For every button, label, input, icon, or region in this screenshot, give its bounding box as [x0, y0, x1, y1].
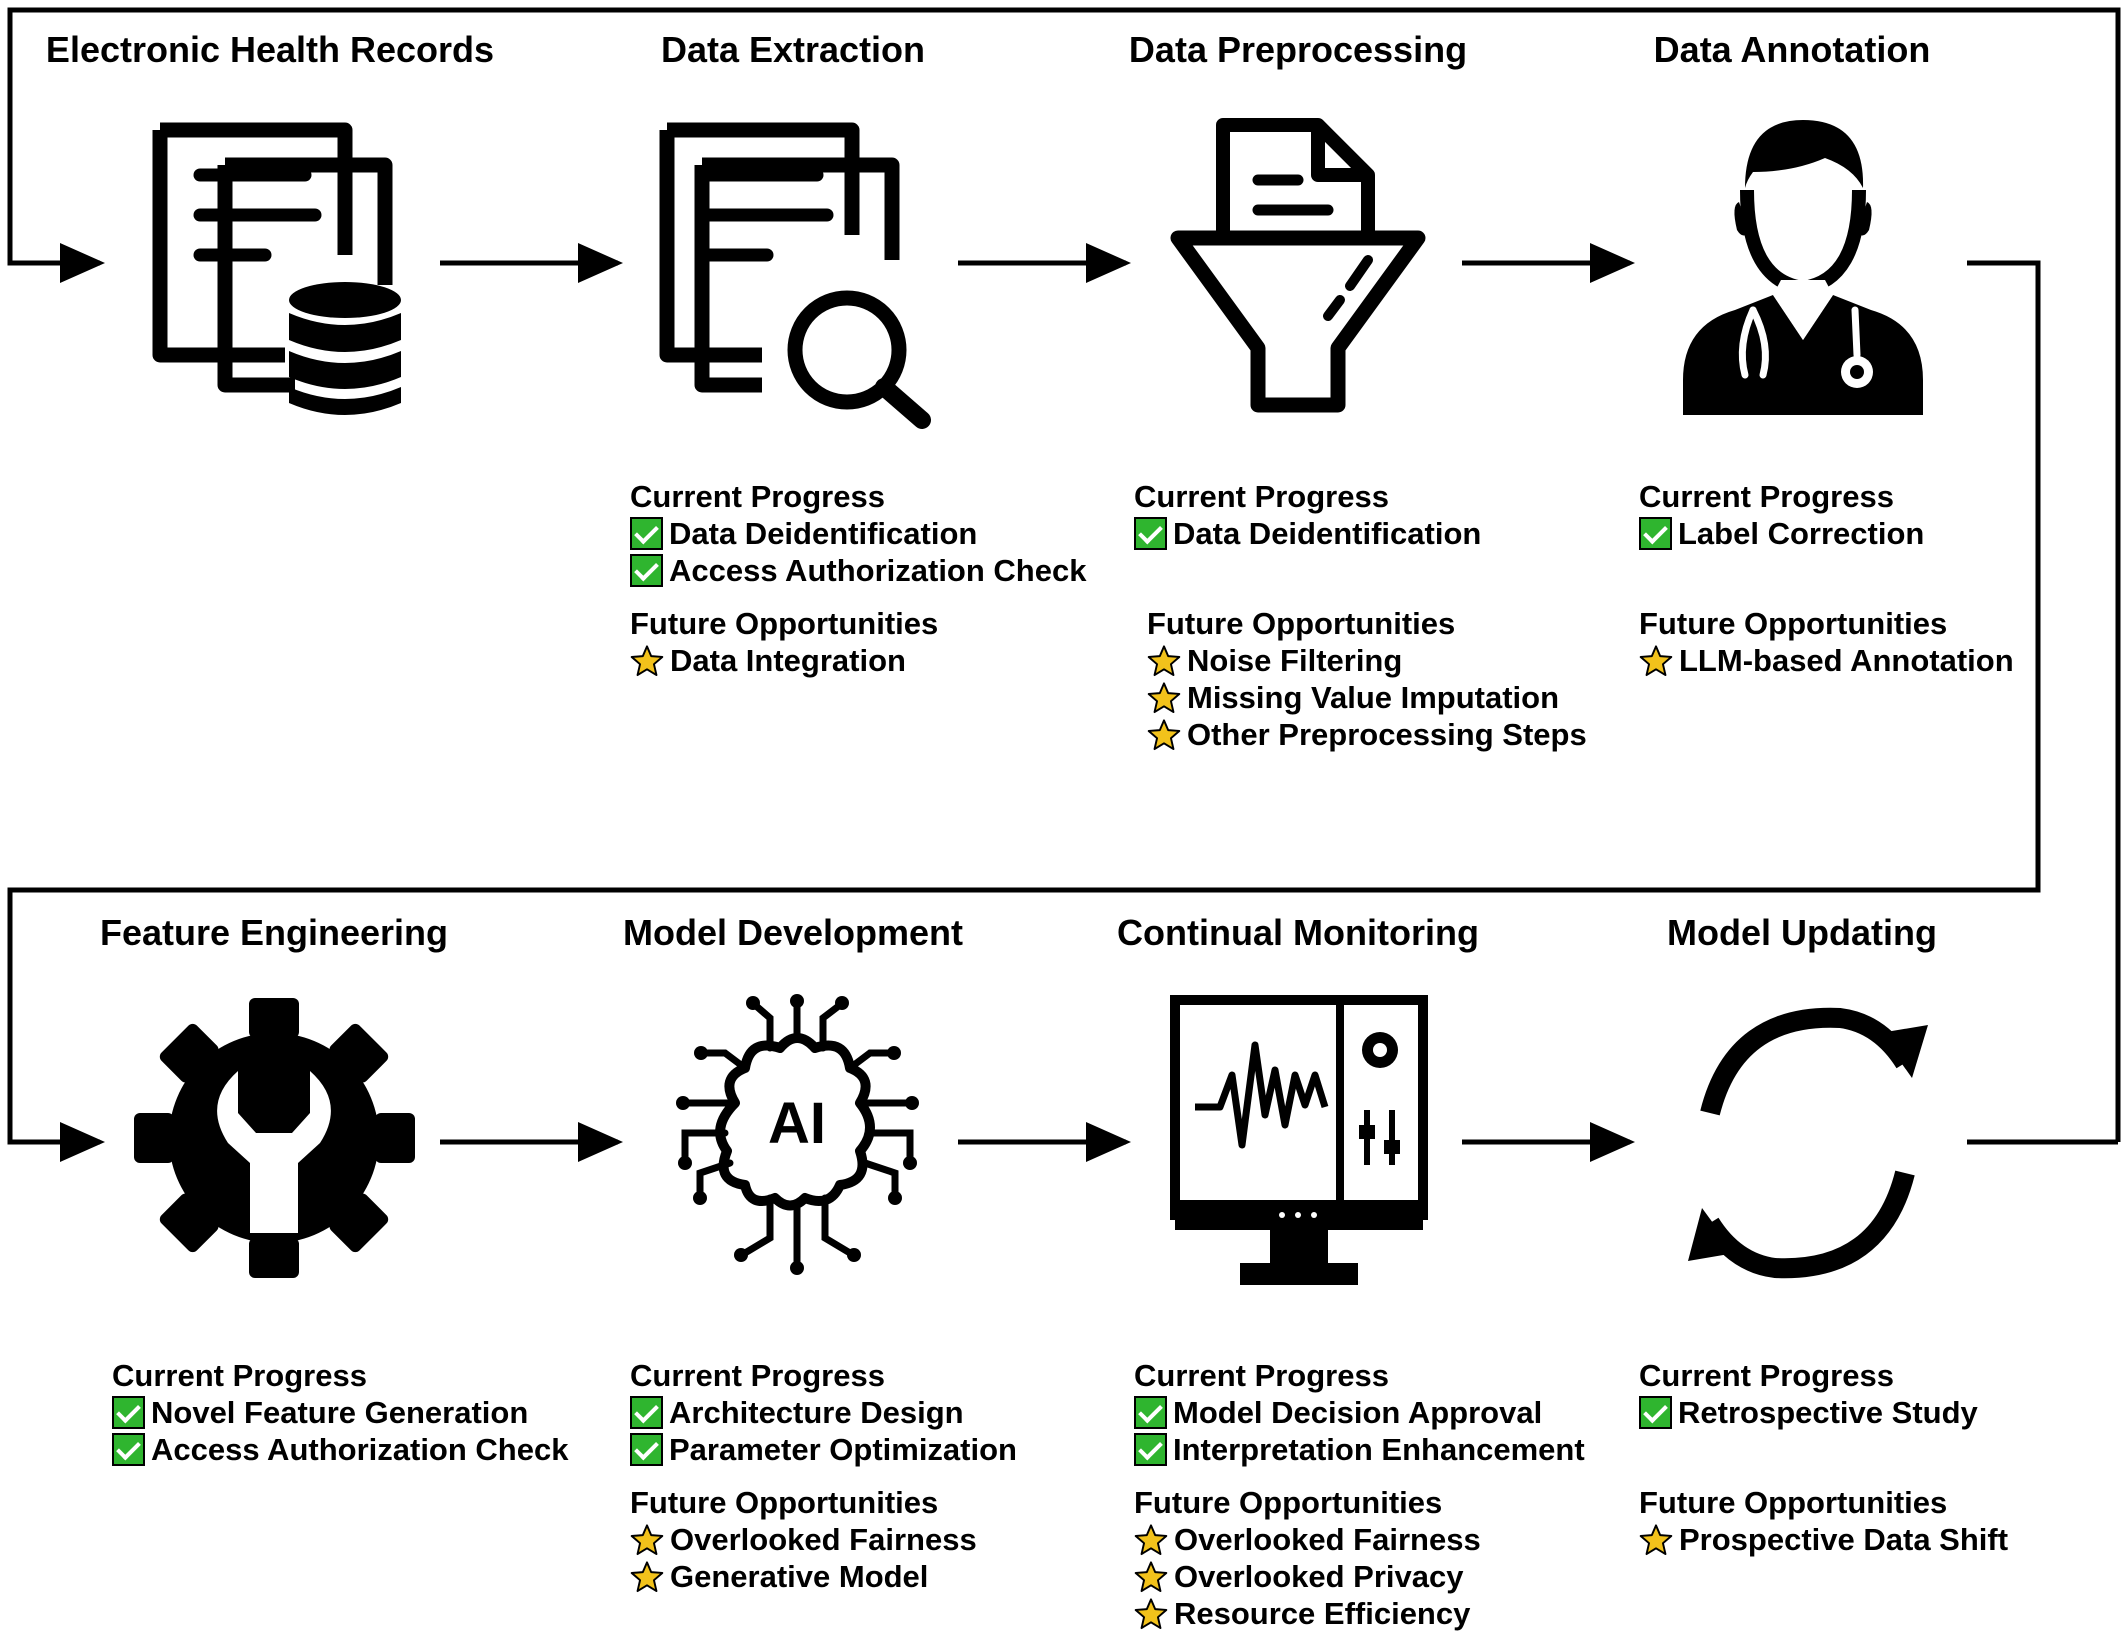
refresh-cycle-icon [1688, 1007, 1928, 1279]
future-item: Missing Value Imputation [1147, 679, 1587, 716]
star-icon [1639, 1523, 1673, 1556]
current-item: Retrospective Study [1639, 1394, 2008, 1431]
future-opportunities-heading: Future Opportunities [630, 1485, 939, 1520]
check-icon [1639, 517, 1672, 550]
check-icon [1134, 517, 1167, 550]
check-icon [630, 1433, 663, 1466]
star-icon [1134, 1597, 1168, 1630]
star-icon [1134, 1523, 1168, 1556]
star-icon [630, 1523, 664, 1556]
current-progress-heading: Current Progress [1134, 479, 1389, 514]
future-opportunities-heading: Future Opportunities [630, 606, 939, 641]
check-icon [112, 1433, 145, 1466]
current-item: Access Authorization Check [112, 1431, 568, 1468]
stage-title-updating: Model Updating [1667, 912, 1937, 953]
monitor-icon [1170, 995, 1428, 1285]
check-icon [1639, 1396, 1672, 1429]
future-opportunities-heading: Future Opportunities [1147, 606, 1456, 641]
check-icon [630, 1396, 663, 1429]
current-item: Data Deidentification [1134, 515, 1587, 552]
preprocessing-info: Current Progress Data Deidentification F… [1134, 478, 1587, 753]
current-item: Data Deidentification [630, 515, 1086, 552]
check-icon [630, 517, 663, 550]
stage-title-preprocessing: Data Preprocessing [1128, 29, 1468, 70]
current-progress-heading: Current Progress [1134, 1358, 1389, 1393]
future-opportunities-heading: Future Opportunities [1134, 1485, 1443, 1520]
current-item: Parameter Optimization [630, 1431, 1017, 1468]
stage-title-feature: Feature Engineering [99, 912, 449, 953]
star-icon [1147, 644, 1181, 677]
star-icon [1134, 1560, 1168, 1593]
current-progress-heading: Current Progress [112, 1358, 367, 1393]
check-icon [112, 1396, 145, 1429]
future-item: Overlooked Fairness [630, 1521, 1017, 1558]
stage-title-monitoring: Continual Monitoring [1117, 912, 1479, 953]
stage-title-model-dev: Model Development [622, 912, 964, 953]
doctor-icon [1683, 120, 1923, 415]
star-icon [630, 644, 664, 677]
feature-info: Current Progress Novel Feature Generatio… [112, 1357, 568, 1468]
star-icon [1147, 681, 1181, 714]
current-item: Architecture Design [630, 1394, 1017, 1431]
future-opportunities-heading: Future Opportunities [1639, 1485, 1948, 1520]
current-progress-heading: Current Progress [1639, 479, 1894, 514]
future-item: Other Preprocessing Steps [1147, 716, 1587, 753]
stage-title-extraction: Data Extraction [660, 29, 926, 70]
future-item: LLM-based Annotation [1639, 642, 2014, 679]
future-item: Noise Filtering [1147, 642, 1587, 679]
document-funnel-icon [1170, 118, 1426, 413]
future-opportunities-heading: Future Opportunities [1639, 606, 1948, 641]
updating-info: Current Progress Retrospective Study Fut… [1639, 1357, 2008, 1558]
svg-text:AI: AI [768, 1091, 826, 1156]
star-icon [630, 1560, 664, 1593]
ehr-database-icon [152, 122, 401, 415]
extraction-info: Current Progress Data Deidentification A… [630, 478, 1086, 679]
check-icon [1134, 1396, 1167, 1429]
gear-wrench-icon [134, 998, 415, 1278]
future-item: Resource Efficiency [1134, 1595, 1585, 1632]
stage-title-ehr: Electronic Health Records [45, 29, 495, 70]
current-progress-heading: Current Progress [630, 479, 885, 514]
future-item: Data Integration [630, 642, 1086, 679]
check-icon [1134, 1433, 1167, 1466]
current-item: Interpretation Enhancement [1134, 1431, 1585, 1468]
future-item: Generative Model [630, 1558, 1017, 1595]
loop-connector-top [7, 7, 2121, 1142]
document-search-icon [659, 122, 931, 429]
current-progress-heading: Current Progress [1639, 1358, 1894, 1393]
star-icon [1639, 644, 1673, 677]
future-item: Prospective Data Shift [1639, 1521, 2008, 1558]
connector-annotation-to-feature [7, 260, 2041, 1162]
current-item: Label Correction [1639, 515, 2014, 552]
current-progress-heading: Current Progress [630, 1358, 885, 1393]
check-icon [630, 554, 663, 587]
current-item: Model Decision Approval [1134, 1394, 1585, 1431]
future-item: Overlooked Fairness [1134, 1521, 1585, 1558]
current-item: Access Authorization Check [630, 552, 1086, 589]
future-item: Overlooked Privacy [1134, 1558, 1585, 1595]
annotation-info: Current Progress Label Correction Future… [1639, 478, 2014, 679]
ai-brain-icon: AI [676, 994, 919, 1275]
model-dev-info: Current Progress Architecture Design Par… [630, 1357, 1017, 1595]
current-item: Novel Feature Generation [112, 1394, 568, 1431]
stage-title-annotation: Data Annotation [1653, 29, 1931, 70]
monitoring-info: Current Progress Model Decision Approval… [1134, 1357, 1585, 1632]
star-icon [1147, 718, 1181, 751]
